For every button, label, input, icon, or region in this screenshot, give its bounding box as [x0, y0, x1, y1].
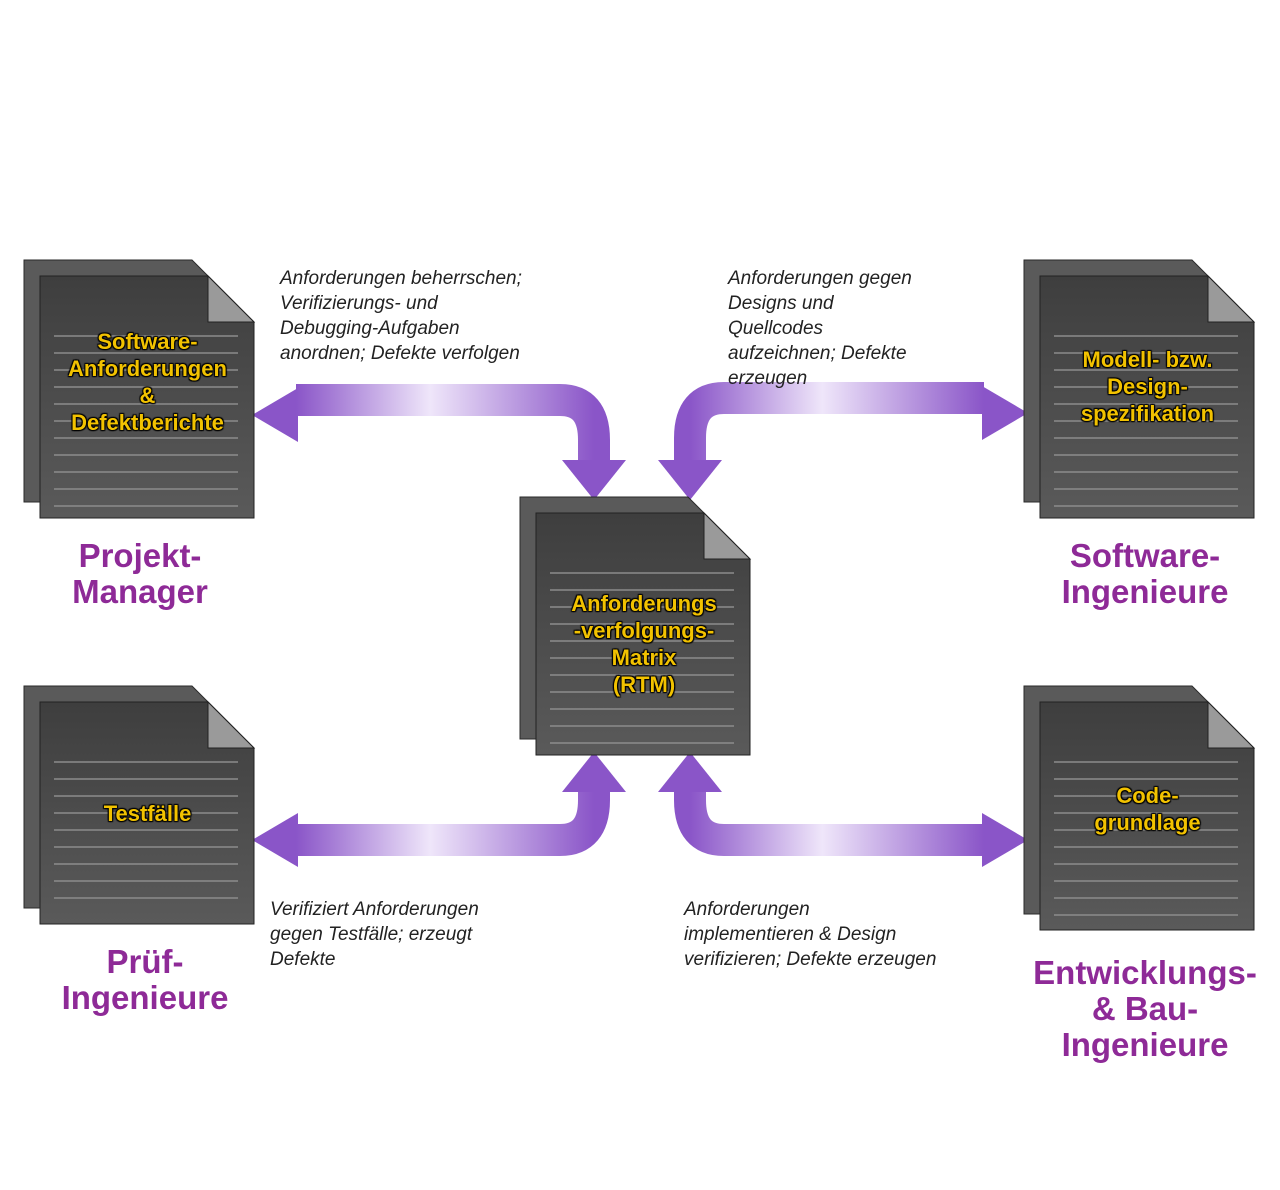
arrow-top-right [658, 382, 1028, 500]
arrow-bottom-left [252, 752, 626, 867]
role-build-engineers: Entwicklungs- & Bau- Ingenieure [1033, 954, 1257, 1063]
arrow-bottom-right [658, 752, 1028, 867]
doc-title-design-spec: Modell- bzw. Design- spezifikation [1080, 347, 1215, 426]
role-project-manager: Projekt- Manager [72, 537, 208, 610]
doc-title-code-base: Code- grundlage [1094, 783, 1201, 835]
doc-test-cases [23, 685, 256, 925]
doc-title-test-cases: Testfälle [103, 801, 192, 826]
doc-title-software-requirements: Software- Anforderungen & Defektberichte [68, 329, 227, 435]
arrow-top-left [252, 384, 626, 500]
role-test-engineers: Prüf- Ingenieure [61, 943, 229, 1016]
role-software-engineers: Software- Ingenieure [1061, 537, 1229, 610]
desc-project-manager: Anforderungen beherrschen; Verifizierung… [280, 268, 522, 364]
doc-software-requirements [23, 259, 256, 519]
doc-title-rtm: Anforderungs -verfolgungs- Matrix (RTM) [571, 591, 717, 697]
desc-software-engineers: Anforderungen gegen Designs und Quellcod… [728, 268, 912, 389]
doc-design-spec [1023, 259, 1256, 519]
desc-test-engineers: Verifiziert Anforderungen gegen Testfäll… [270, 899, 479, 970]
desc-build-engineers: Anforderungen implementieren & Design ve… [684, 899, 937, 970]
doc-rtm [519, 496, 752, 756]
doc-code-base [1023, 685, 1256, 931]
arrows [252, 382, 1028, 867]
